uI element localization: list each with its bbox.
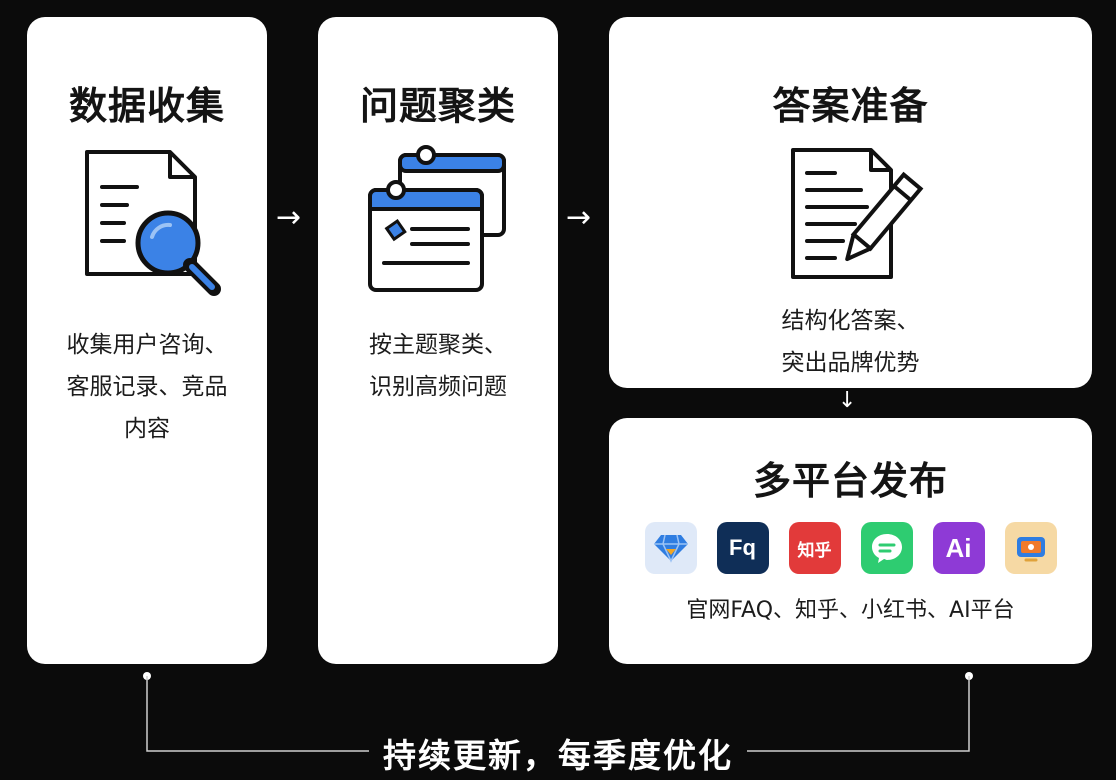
diamond-icon: [644, 522, 697, 574]
desc-line: 按主题聚类、: [369, 332, 507, 358]
loop-label: 持续更新，每季度优化: [0, 729, 1116, 777]
step-title: 数据收集: [68, 84, 225, 128]
step-description: 按主题聚类、 识别高频问题: [328, 324, 548, 408]
step-description: 结构化答案、 突出品牌优势: [619, 300, 1082, 384]
monitor-icon: [1004, 522, 1057, 574]
step-title: 答案准备: [772, 84, 929, 128]
desc-line: 收集用户咨询、: [66, 332, 228, 358]
step-title: 多平台发布: [752, 459, 948, 503]
zhihu-icon: 知乎: [788, 522, 841, 574]
step-card-data-collection: 数据收集 收集用户咨询、 客服记录、竞品 内容: [27, 17, 267, 664]
step-description: 官网FAQ、知乎、小红书、AI平台: [686, 598, 1015, 623]
desc-line: 内容: [124, 416, 170, 442]
desc-line: 识别高频问题: [369, 374, 507, 400]
step-card-multi-platform-publish: 多平台发布 Fq 知乎 Ai 官网F: [609, 418, 1092, 664]
document-search-icon: [85, 150, 221, 296]
flow-arrow-right: →: [566, 200, 592, 235]
chat-bubble-icon: [860, 522, 913, 574]
step-title: 问题聚类: [359, 84, 516, 128]
stacked-windows-icon: [368, 145, 506, 292]
platform-icons-row: Fq 知乎 Ai: [609, 522, 1092, 574]
ai-icon: Ai: [932, 522, 985, 574]
fq-icon: Fq: [716, 522, 769, 574]
step-card-question-clustering: 问题聚类 按主题聚类、 识别高频问题: [318, 17, 558, 664]
document-pencil-icon: [791, 148, 924, 279]
flow-arrow-right: →: [276, 200, 302, 235]
step-description: 收集用户咨询、 客服记录、竞品 内容: [37, 324, 257, 450]
loop-label-text: 持续更新，每季度优化: [369, 736, 747, 775]
flow-arrow-down: ↓: [838, 388, 857, 413]
desc-line: 客服记录、竞品: [66, 374, 228, 400]
desc-line: 突出品牌优势: [781, 350, 920, 376]
desc-line: 结构化答案、: [781, 308, 920, 334]
step-card-answer-preparation: 答案准备 结构化答案、 突出品牌优势: [609, 17, 1092, 388]
